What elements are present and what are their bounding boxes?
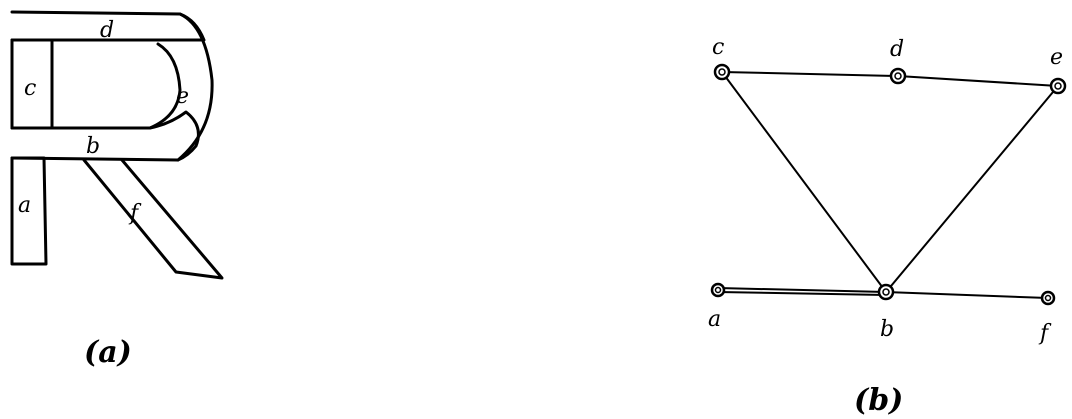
edge-c-d [721, 71, 899, 77]
label-c: c [24, 76, 36, 101]
caption-b: (b) [854, 383, 903, 418]
node-label-f: f [1038, 321, 1052, 346]
stroke-d-outer-curve [176, 12, 214, 162]
edge-b-f [885, 291, 1049, 299]
label-a: a [18, 193, 31, 218]
edge-d-e [897, 75, 1059, 87]
node-label-a: a [708, 307, 721, 332]
node-b [877, 283, 895, 301]
node-label-c: c [712, 35, 724, 60]
panel-a: a b c d e f (a) [10, 10, 224, 370]
label-d: d [100, 18, 114, 43]
label-f: f [128, 201, 142, 226]
edge-a-b-double [717, 291, 887, 296]
edge-c-b [721, 71, 887, 293]
caption-a: (a) [84, 335, 132, 370]
node-d [889, 67, 907, 85]
panel-b: c d e a b f (b) [708, 35, 1067, 418]
stroke-f [82, 158, 224, 280]
node-a [710, 282, 726, 298]
node-label-e: e [1050, 45, 1063, 70]
stroke-e [148, 42, 182, 130]
node-label-d: d [890, 37, 904, 62]
edge-e-b [885, 85, 1059, 293]
node-e [1049, 77, 1067, 95]
node-f [1040, 290, 1056, 306]
node-label-b: b [880, 317, 894, 342]
label-e: e [176, 84, 189, 109]
node-c [713, 63, 731, 81]
label-b: b [86, 134, 100, 159]
edge-a-b [717, 287, 887, 293]
stroke-b [10, 110, 200, 162]
